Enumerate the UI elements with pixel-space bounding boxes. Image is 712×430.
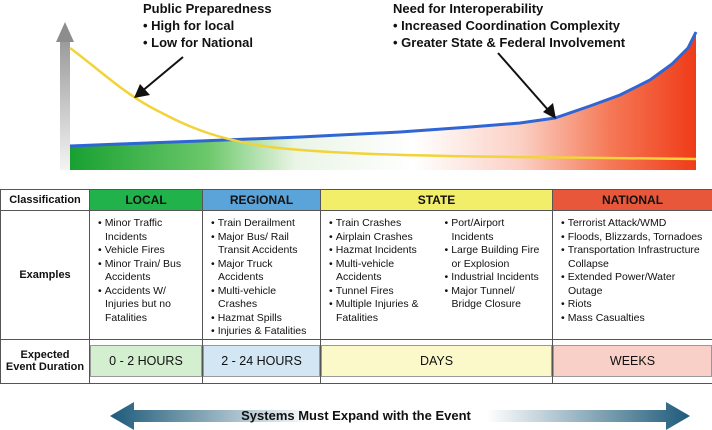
list-item: Accidents W/ Injuries but no Fatalities (98, 285, 198, 326)
interoperability-callout: Need for Interoperability • Increased Co… (393, 0, 625, 51)
expand-double-arrow (110, 402, 690, 430)
local-duration: 0 - 2 HOURS (89, 338, 203, 384)
national-duration: WEEKS (552, 338, 712, 384)
escalation-chart (56, 22, 698, 170)
callout-point: • Increased Coordination Complexity (393, 18, 621, 33)
level-regional-header: REGIONAL (202, 189, 321, 211)
duration-value: WEEKS (553, 345, 712, 377)
duration-row: Expected Event Duration 0 - 2 HOURS 2 - … (0, 338, 712, 384)
callout-point: • Low for National (143, 35, 253, 50)
duration-value: DAYS (321, 345, 552, 377)
vertical-axis-arrow (56, 22, 74, 170)
duration-value: 0 - 2 HOURS (90, 345, 202, 377)
list-item: Injuries & Fatalities (211, 325, 316, 339)
list-item: Hazmat Spills (211, 312, 316, 326)
regional-examples: Train Derailment Major Bus/ Rail Transit… (202, 210, 321, 340)
level-state-header: STATE (320, 189, 553, 211)
list-item: Mass Casualties (561, 312, 708, 326)
callout-point: • High for local (143, 18, 235, 33)
callout-title: Need for Interoperability (393, 1, 544, 16)
preparedness-curve (69, 46, 697, 161)
classification-table: Classification LOCAL REGIONAL STATE NATI… (0, 189, 712, 384)
duration-label: Expected Event Duration (0, 338, 90, 384)
state-examples-col1: Train Crashes Airplain Crashes Hazmat In… (320, 210, 437, 340)
list-item: Industrial Incidents (445, 271, 549, 285)
list-item: Terrorist Attack/WMD (561, 217, 708, 231)
list-item: Large Building Fire or Explosion (445, 244, 549, 271)
duration-label-line1: Expected (20, 349, 70, 361)
examples-label: Examples (0, 210, 90, 340)
list-item: Hazmat Incidents (329, 244, 433, 258)
list-item: Extended Power/Water Outage (561, 271, 708, 298)
list-item: Major Bus/ Rail Transit Accidents (211, 231, 316, 258)
list-item: Vehicle Fires (98, 244, 198, 258)
header-row: Classification LOCAL REGIONAL STATE NATI… (0, 189, 712, 211)
list-item: Minor Traffic Incidents (98, 217, 198, 244)
classification-label: Classification (0, 189, 90, 211)
public-preparedness-callout: Public Preparedness • High for local • L… (143, 0, 272, 51)
list-item: Transportation Infrastructure Collapse (561, 244, 708, 271)
duration-label-line2: Event Duration (5, 361, 85, 373)
list-item: Port/Airport Incidents (445, 217, 549, 244)
list-item: Airplain Crashes (329, 231, 433, 245)
list-item: Train Derailment (211, 217, 316, 231)
callout-title: Public Preparedness (143, 1, 272, 16)
list-item: Riots (561, 298, 708, 312)
callout-point: • Greater State & Federal Involvement (393, 35, 626, 50)
list-item: Minor Train/ Bus Accidents (98, 258, 198, 285)
list-item: Multiple Injuries & Fatalities (329, 298, 433, 325)
list-item: Major Truck Accidents (211, 258, 316, 285)
national-examples: Terrorist Attack/WMD Floods, Blizzards, … (552, 210, 712, 340)
list-item: Multi-vehicle Accidents (329, 258, 433, 285)
expand-label: Systems Must Expand with the Event (241, 408, 471, 423)
list-item: Tunnel Fires (329, 285, 433, 299)
local-examples: Minor Traffic Incidents Vehicle Fires Mi… (89, 210, 203, 340)
list-item: Multi-vehicle Crashes (211, 285, 316, 312)
list-item: Train Crashes (329, 217, 433, 231)
interoperability-pointer-arrow (497, 52, 556, 119)
duration-value: 2 - 24 HOURS (203, 345, 320, 377)
examples-row: Examples Minor Traffic Incidents Vehicle… (0, 210, 712, 340)
list-item: Major Tunnel/ Bridge Closure (445, 285, 549, 312)
level-local-header: LOCAL (89, 189, 203, 211)
state-examples-col2: Port/Airport Incidents Large Building Fi… (436, 210, 553, 340)
level-national-header: NATIONAL (552, 189, 712, 211)
escalation-area (70, 32, 696, 170)
list-item: Floods, Blizzards, Tornadoes (561, 231, 708, 245)
preparedness-pointer-arrow (134, 56, 184, 98)
regional-duration: 2 - 24 HOURS (202, 338, 321, 384)
interoperability-curve (69, 31, 698, 148)
state-duration: DAYS (320, 338, 553, 384)
